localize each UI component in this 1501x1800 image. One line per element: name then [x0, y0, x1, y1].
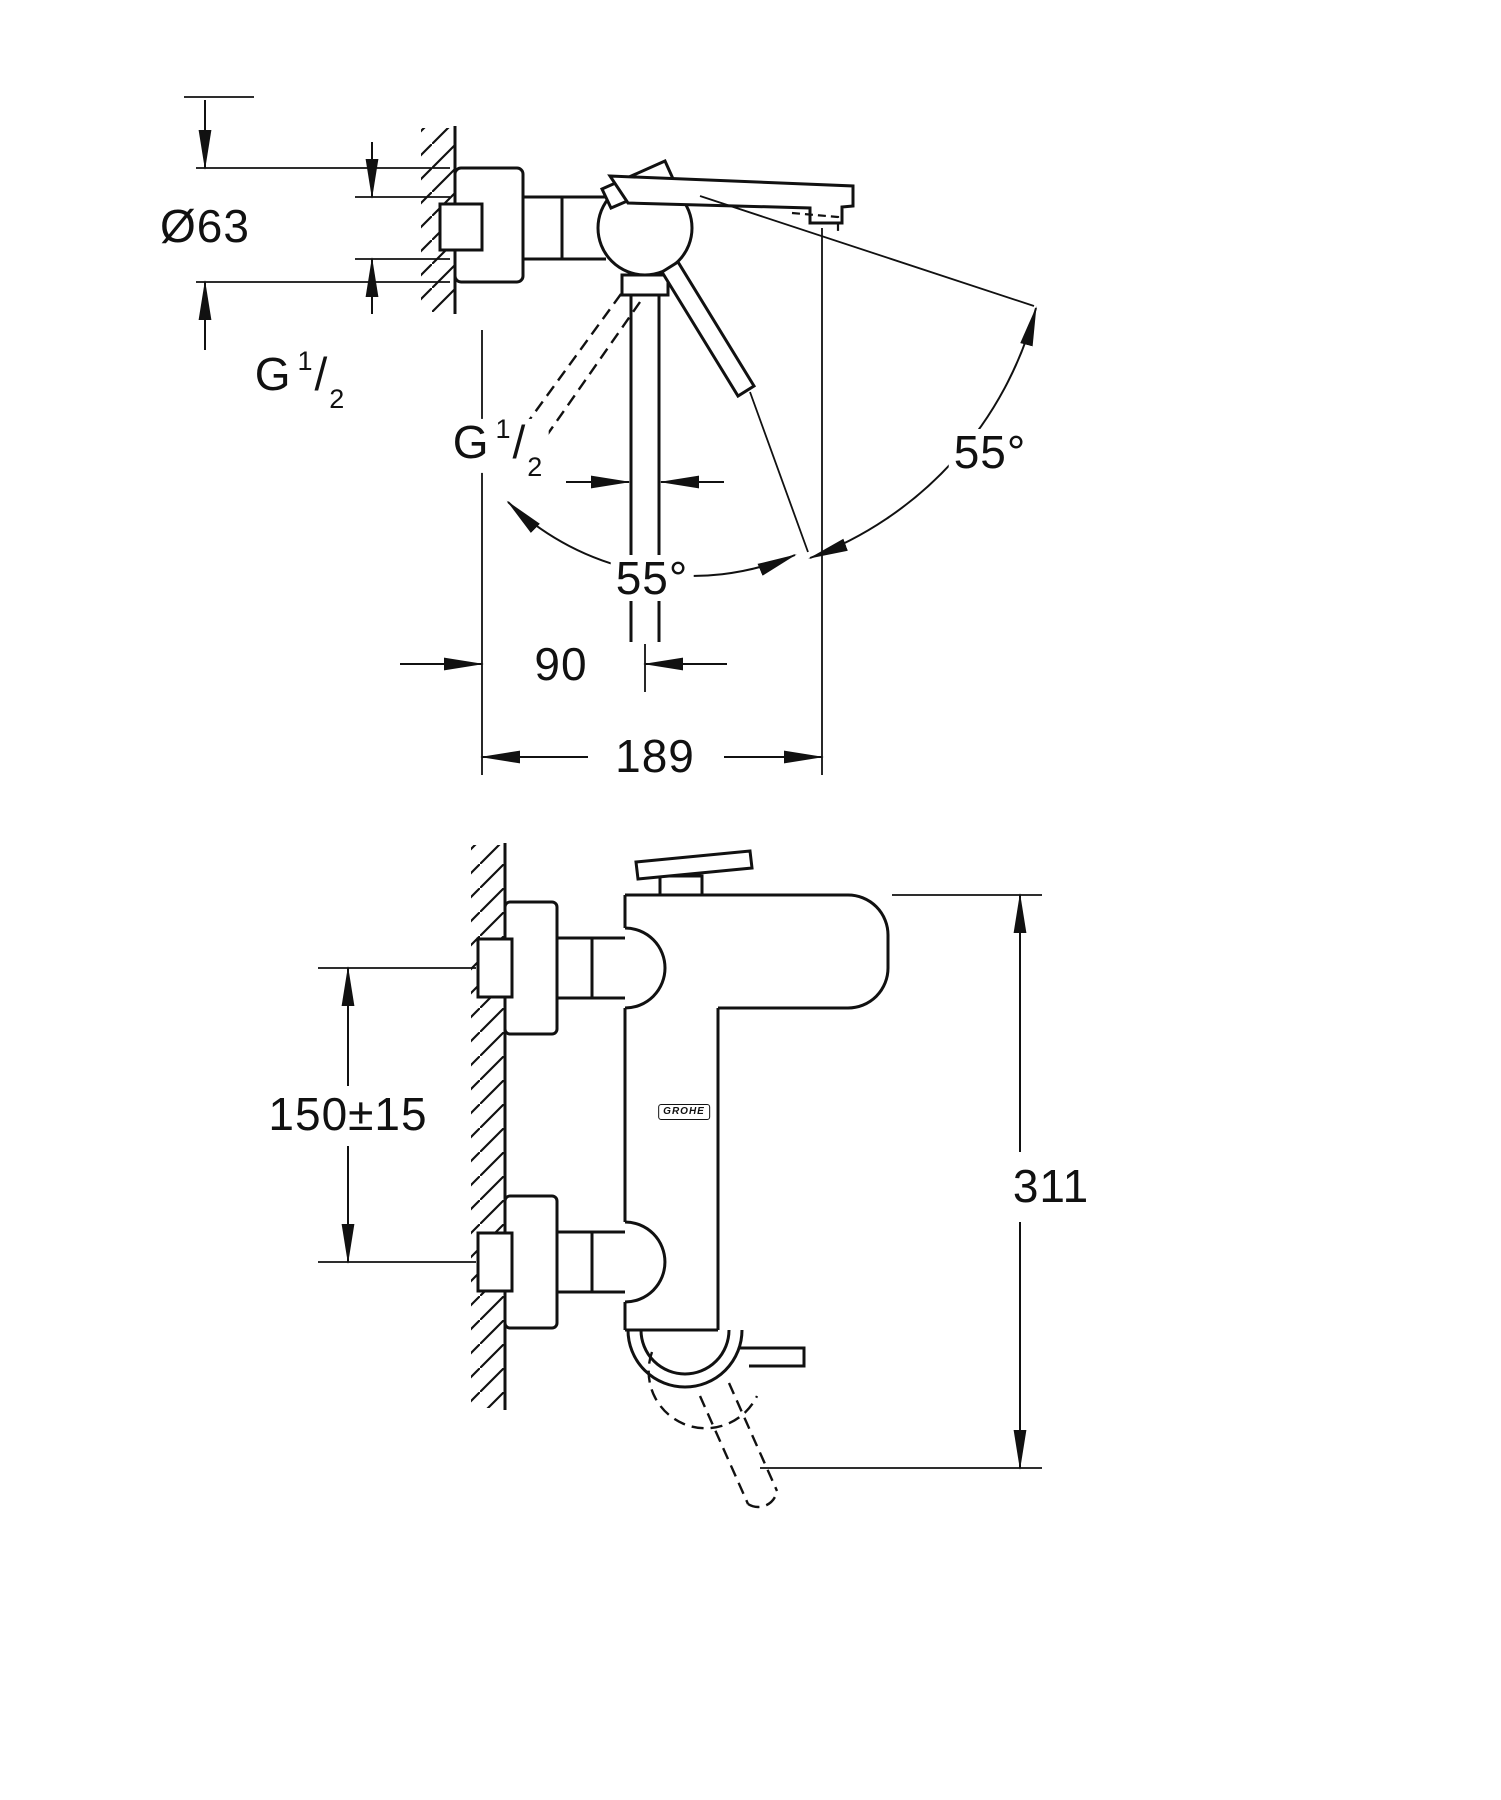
dimension-189-label: 189	[610, 733, 700, 779]
thread-prefix: G	[254, 347, 292, 400]
thread-denominator: 2	[527, 452, 544, 483]
hose-swivel-lines-dashed	[698, 1382, 779, 1509]
thread-slash: /	[314, 347, 329, 400]
hose-outlet-cup	[626, 1329, 744, 1389]
thread-numerator: 1	[495, 413, 512, 444]
diameter-extension-lines	[196, 167, 450, 283]
shower-outlet-stub	[620, 273, 670, 297]
dimension-311-label: 311	[1007, 1163, 1095, 1209]
spout-outline	[625, 893, 890, 1010]
upper-connection-pipe	[557, 936, 625, 1000]
connection-pipe-side	[523, 195, 606, 261]
thread-denominator: 2	[329, 384, 346, 415]
mixer-body-outline	[623, 895, 720, 1332]
thread-numerator: 1	[297, 345, 314, 376]
lever-blade	[634, 849, 754, 881]
thread-prefix: G	[452, 415, 490, 468]
lever-down-position	[659, 259, 757, 399]
lever-stem	[658, 874, 704, 897]
hose-outlet-bracket	[740, 1346, 806, 1368]
angle-reference-upper	[699, 195, 1035, 307]
height-extension-lines	[760, 894, 1042, 1469]
spout-side	[607, 174, 855, 225]
lower-union-bulge	[624, 1220, 667, 1304]
dimension-90-label: 90	[529, 641, 593, 687]
hose-swivel-cup-dashed	[647, 1351, 759, 1430]
upper-union-bulge	[624, 926, 667, 1010]
dimension-outlet-angle-label: 55°	[610, 555, 694, 601]
angle-reference-lower	[749, 391, 809, 553]
supply-nut-side	[438, 202, 484, 252]
dimension-diameter-label: Ø63	[155, 203, 255, 249]
bottom-view	[318, 843, 1042, 1509]
dimension-150-label: 150±15	[263, 1091, 433, 1137]
wall-hatch-bottom	[471, 845, 505, 1408]
brand-logo: GROHE	[658, 1104, 710, 1120]
upper-supply-nut	[476, 937, 514, 999]
spout-end-dashed	[791, 211, 840, 231]
lower-supply-nut	[476, 1231, 514, 1293]
thread-slash: /	[512, 415, 527, 468]
top-view	[184, 96, 1037, 775]
dimension-handle-angle-label: 55°	[948, 429, 1032, 475]
lower-connection-pipe	[557, 1230, 625, 1294]
